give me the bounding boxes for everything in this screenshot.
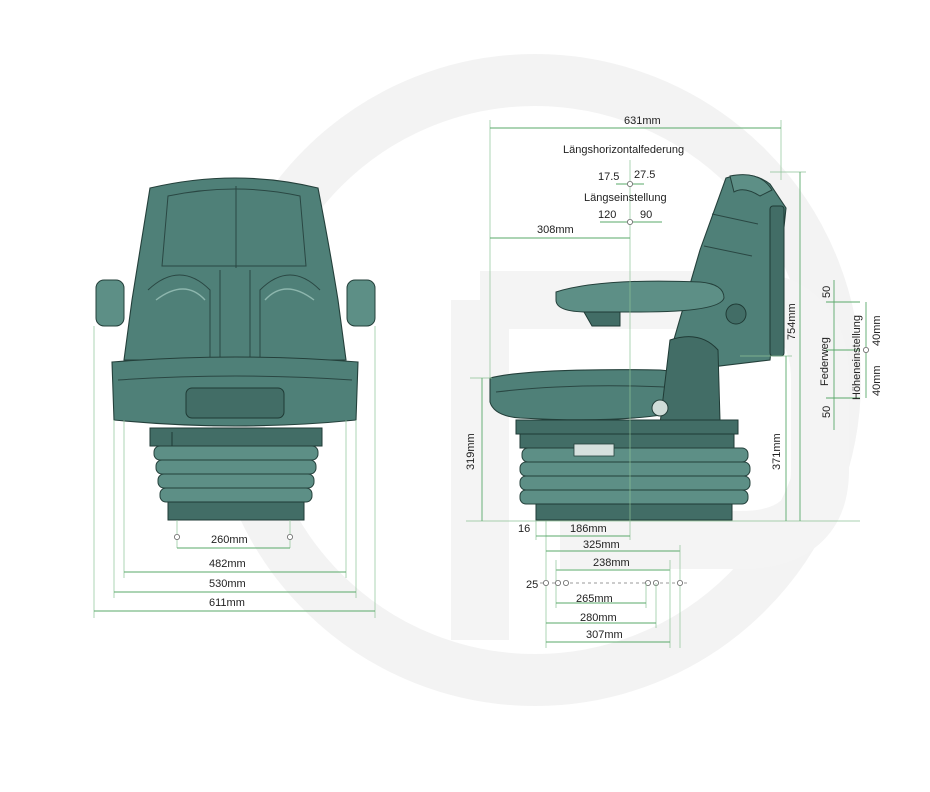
front-view-seat: [95, 177, 376, 521]
front-dim-482: 482mm: [209, 558, 246, 570]
height-adjustment-label: Höheneinstellung: [851, 315, 863, 400]
horizontal-suspension-label: Längshorizontalfederung: [563, 144, 684, 156]
side-dim-238: 238mm: [593, 557, 630, 569]
side-dim-371: 371mm: [771, 433, 783, 470]
side-dim-16: 16: [518, 523, 530, 535]
side-dim-186: 186mm: [570, 523, 607, 535]
side-dim-280: 280mm: [580, 612, 617, 624]
side-dim-325: 325mm: [583, 539, 620, 551]
side-dim-319: 319mm: [465, 433, 477, 470]
side-dim-631: 631mm: [624, 115, 661, 127]
side-dim-25: 25: [526, 579, 538, 591]
horizontal-suspension-left: 17.5: [598, 171, 619, 183]
height-adjustment-bottom: 40mm: [871, 365, 883, 396]
side-dim-308: 308mm: [537, 224, 574, 236]
suspension-travel-label: Federweg: [819, 337, 831, 386]
side-view-seat: [489, 174, 787, 521]
suspension-travel-top: 50: [821, 286, 833, 298]
horizontal-suspension-right: 27.5: [634, 169, 655, 181]
side-view-dimensions: [466, 120, 870, 648]
side-dim-307: 307mm: [586, 629, 623, 641]
front-dim-260: 260mm: [211, 534, 248, 546]
fore-aft-adjustment-left: 120: [598, 209, 616, 221]
front-dim-530: 530mm: [209, 578, 246, 590]
front-view-dimensions: [93, 326, 376, 618]
fore-aft-adjustment-right: 90: [640, 209, 652, 221]
fore-aft-adjustment-label: Längseinstellung: [584, 192, 667, 204]
side-dim-754: 754mm: [786, 303, 798, 340]
height-adjustment-top: 40mm: [871, 315, 883, 346]
suspension-travel-bottom: 50: [821, 406, 833, 418]
side-dim-265: 265mm: [576, 593, 613, 605]
front-dim-611: 611mm: [209, 597, 245, 609]
